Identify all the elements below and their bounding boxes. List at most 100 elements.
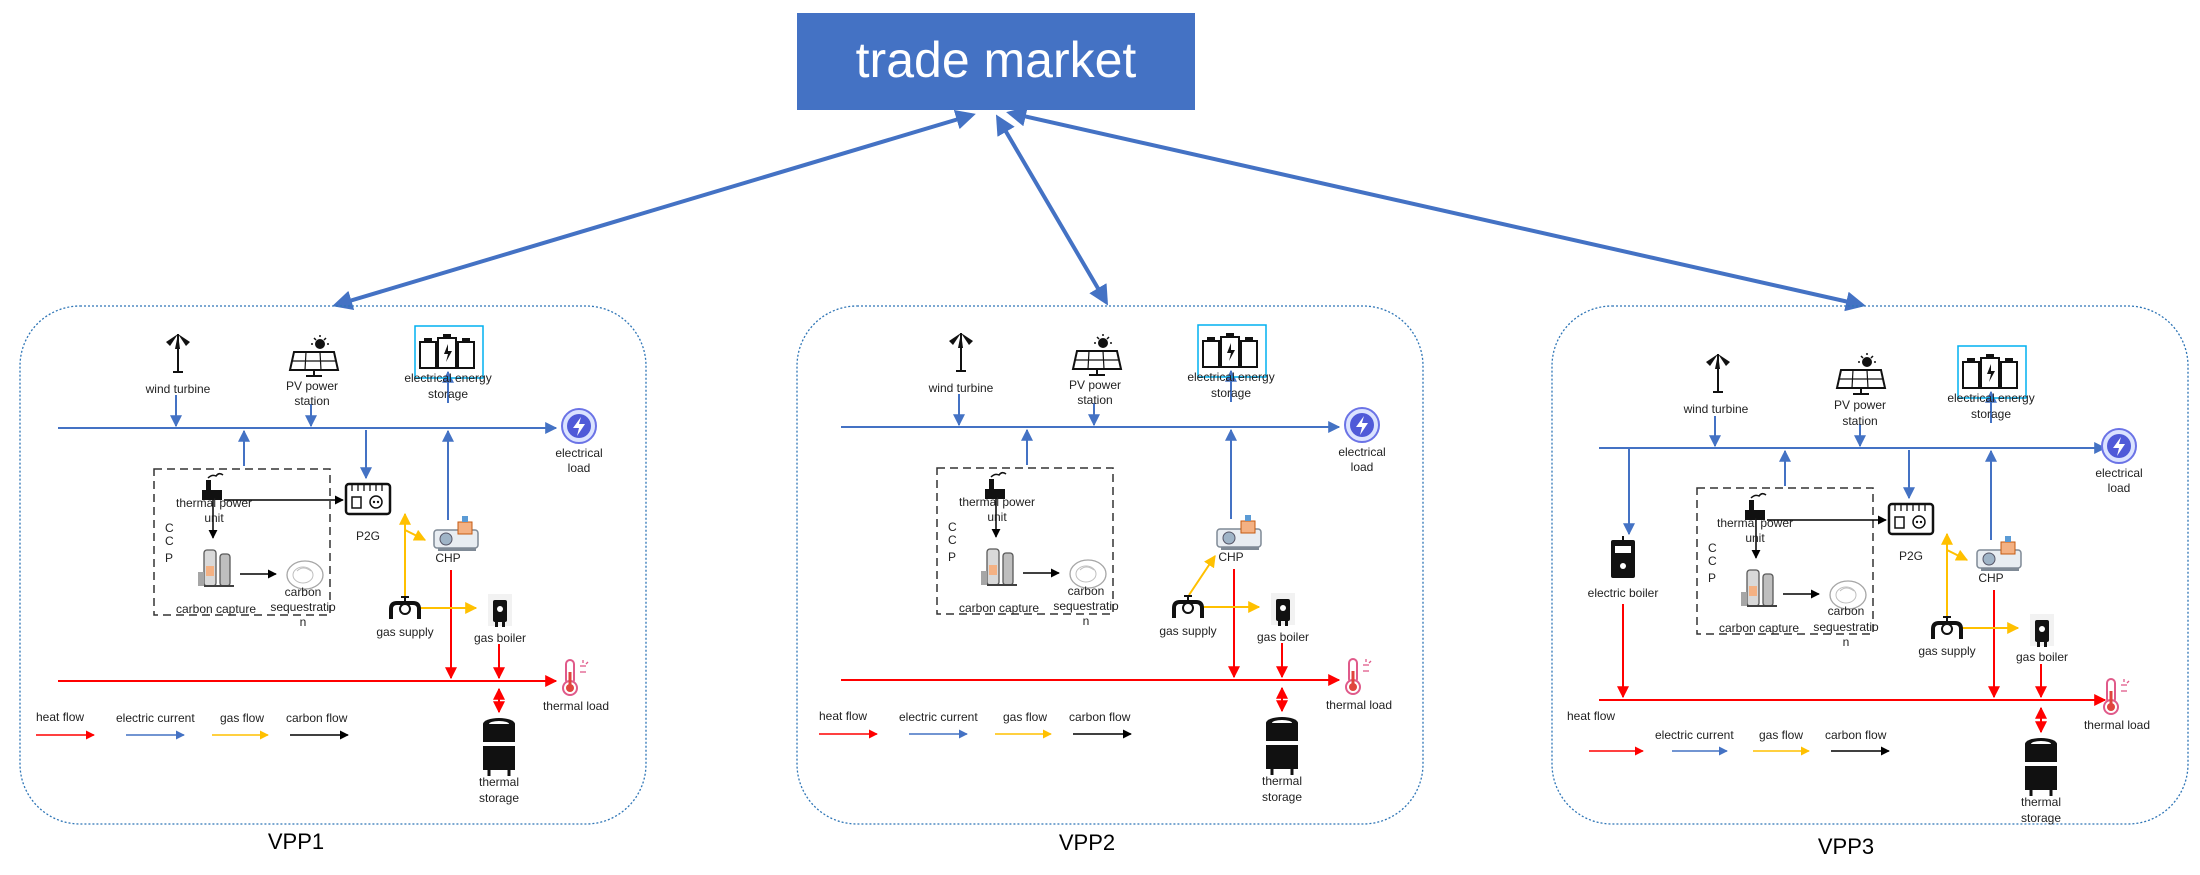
svg-text:thermal load: thermal load — [543, 699, 609, 713]
svg-text:load: load — [1351, 460, 1374, 474]
svg-text:wind turbine: wind turbine — [145, 382, 211, 396]
vpp-boundary — [796, 305, 1424, 825]
ees-frame — [414, 325, 484, 379]
svg-text:electrical: electrical — [2095, 466, 2142, 480]
svg-text:gas supply: gas supply — [1918, 644, 1975, 658]
svg-text:C: C — [948, 520, 957, 534]
svg-text:thermal power: thermal power — [1717, 516, 1793, 530]
thermal-storage-icon — [2023, 736, 2059, 798]
svg-text:electrical energy: electrical energy — [404, 371, 491, 385]
svg-text:n: n — [1843, 635, 1850, 649]
svg-text:heat flow: heat flow — [1567, 709, 1615, 723]
svg-text:P2G: P2G — [356, 529, 380, 543]
svg-text:thermal load: thermal load — [1326, 698, 1392, 712]
svg-text:station: station — [1077, 393, 1112, 407]
vpp3-panel: C C P wind turbine PV power station elec… — [1551, 305, 2189, 859]
thermal-storage-icon — [481, 716, 517, 778]
svg-text:CHP: CHP — [435, 551, 460, 565]
battery-icon — [1962, 353, 2018, 389]
ccp-box — [153, 468, 331, 616]
ccp-box — [936, 467, 1114, 615]
svg-text:gas flow: gas flow — [220, 711, 264, 725]
svg-text:station: station — [1842, 414, 1877, 428]
svg-text:electric current: electric current — [899, 710, 978, 724]
vpp-title: VPP2 — [1059, 830, 1115, 855]
svg-text:storage: storage — [428, 387, 468, 401]
svg-text:C: C — [1708, 541, 1717, 555]
carbon-capture-icon — [980, 548, 1018, 586]
gas-supply-icon — [1931, 615, 1963, 641]
electric-boiler-icon — [1610, 535, 1636, 579]
svg-text:electric current: electric current — [1655, 728, 1734, 742]
thermal-load-icon — [1345, 658, 1372, 695]
pv-station-icon — [289, 334, 339, 377]
svg-text:thermal: thermal — [1262, 774, 1302, 788]
svg-text:wind turbine: wind turbine — [928, 381, 994, 395]
svg-text:PV power: PV power — [286, 379, 338, 393]
p2g-icon — [1887, 502, 1935, 536]
svg-text:gas boiler: gas boiler — [2016, 650, 2068, 664]
market-arrow-vpp3 — [1006, 106, 1866, 312]
svg-text:gas supply: gas supply — [1159, 624, 1216, 638]
carbon-capture-icon — [1740, 569, 1778, 607]
svg-text:storage: storage — [1262, 790, 1302, 804]
svg-text:gas supply: gas supply — [376, 625, 433, 639]
battery-icon — [419, 333, 475, 369]
svg-text:n: n — [300, 615, 307, 629]
svg-text:load: load — [568, 461, 591, 475]
svg-text:C: C — [165, 521, 174, 535]
svg-text:electrical energy: electrical energy — [1187, 370, 1274, 384]
svg-text:n: n — [1083, 614, 1090, 628]
vpp-title: VPP3 — [1818, 834, 1874, 859]
thermal-load-icon — [2103, 678, 2130, 715]
vpp-boundary — [19, 305, 647, 825]
gas-supply-icon — [1172, 594, 1204, 620]
svg-text:carbon flow: carbon flow — [1069, 710, 1131, 724]
svg-text:carbon flow: carbon flow — [286, 711, 348, 725]
svg-text:carbon flow: carbon flow — [1825, 728, 1887, 742]
svg-text:thermal power: thermal power — [959, 495, 1035, 509]
svg-text:electrical energy: electrical energy — [1947, 391, 2034, 405]
ccp-box — [1696, 487, 1874, 635]
svg-text:thermal: thermal — [2021, 795, 2061, 809]
svg-text:unit: unit — [204, 511, 224, 525]
svg-text:electrical: electrical — [1338, 445, 1385, 459]
svg-text:station: station — [294, 394, 329, 408]
svg-text:thermal load: thermal load — [2084, 718, 2150, 732]
svg-text:carbon: carbon — [1068, 584, 1105, 598]
svg-text:heat flow: heat flow — [36, 710, 84, 724]
svg-text:P: P — [948, 550, 956, 564]
svg-text:electric boiler: electric boiler — [1588, 586, 1659, 600]
svg-text:sequestratio: sequestratio — [270, 600, 336, 614]
gas-boiler-icon — [2030, 614, 2054, 647]
thermal-storage-icon — [1264, 715, 1300, 777]
wind-turbine-icon — [948, 332, 974, 372]
svg-text:unit: unit — [987, 510, 1007, 524]
svg-text:C: C — [165, 534, 174, 548]
vpp2-panel: C C P wind turbine PV power station elec… — [796, 305, 1424, 855]
pv-station-icon — [1836, 352, 1886, 395]
pv-station-icon — [1072, 333, 1122, 376]
market-arrow-vpp1 — [332, 109, 976, 311]
legend: heat flow electric current gas flow carb… — [819, 709, 1132, 739]
electrical-load-icon — [561, 408, 597, 444]
wind-turbine-icon — [1705, 353, 1731, 393]
chp-icon — [433, 515, 479, 552]
p2g-icon — [344, 482, 392, 516]
svg-text:wind turbine: wind turbine — [1683, 402, 1749, 416]
chp-icon — [1216, 514, 1262, 551]
svg-text:gas flow: gas flow — [1003, 710, 1047, 724]
carbon-capture-icon — [197, 549, 235, 587]
legend: heat flow electric current gas flow carb… — [36, 710, 349, 740]
chp-icon — [1976, 535, 2022, 572]
gas-boiler-icon — [488, 594, 512, 627]
svg-text:sequestratio: sequestratio — [1053, 599, 1119, 613]
electrical-load-icon — [2101, 428, 2137, 464]
vpp-boundary — [1551, 305, 2189, 825]
ees-frame — [1197, 324, 1267, 378]
legend: heat flow electric current gas flow carb… — [1567, 709, 1890, 756]
svg-text:carbon: carbon — [285, 585, 322, 599]
vpp1-panel: C C P wind turbine PV power station elec… — [19, 305, 647, 854]
svg-text:heat flow: heat flow — [819, 709, 867, 723]
